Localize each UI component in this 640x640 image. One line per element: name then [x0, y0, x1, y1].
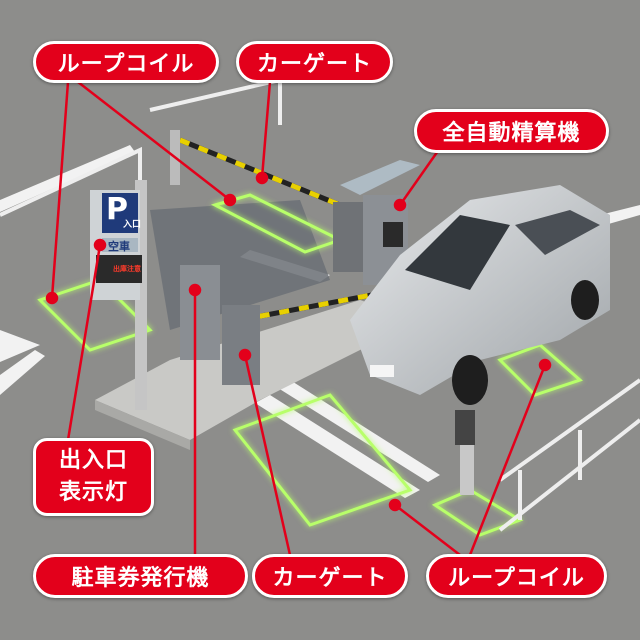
car	[350, 185, 610, 405]
label-entrance-display: 出入口 表示灯	[33, 438, 154, 516]
label-entrance-display-line1: 出入口	[58, 448, 128, 473]
label-loop-coil-top: ループコイル	[33, 41, 219, 83]
label-loop-coil-bottom: ループコイル	[426, 554, 607, 598]
entrance-display-sign	[90, 180, 147, 410]
sign-vacancy-text: 空車	[108, 240, 130, 253]
label-ticket-machine: 駐車券発行機	[33, 554, 248, 598]
label-car-gate-top: カーゲート	[236, 41, 393, 83]
label-car-gate-bottom: カーゲート	[252, 554, 408, 598]
sign-led-message: 出庫注意	[113, 265, 141, 273]
sign-entrance-text: 入口	[123, 220, 142, 230]
sign-parking-letter: P	[106, 192, 128, 227]
label-auto-pay-machine: 全自動精算機	[414, 109, 609, 153]
leader-lines	[45, 81, 552, 556]
label-entrance-display-line2: 表示灯	[58, 480, 128, 505]
